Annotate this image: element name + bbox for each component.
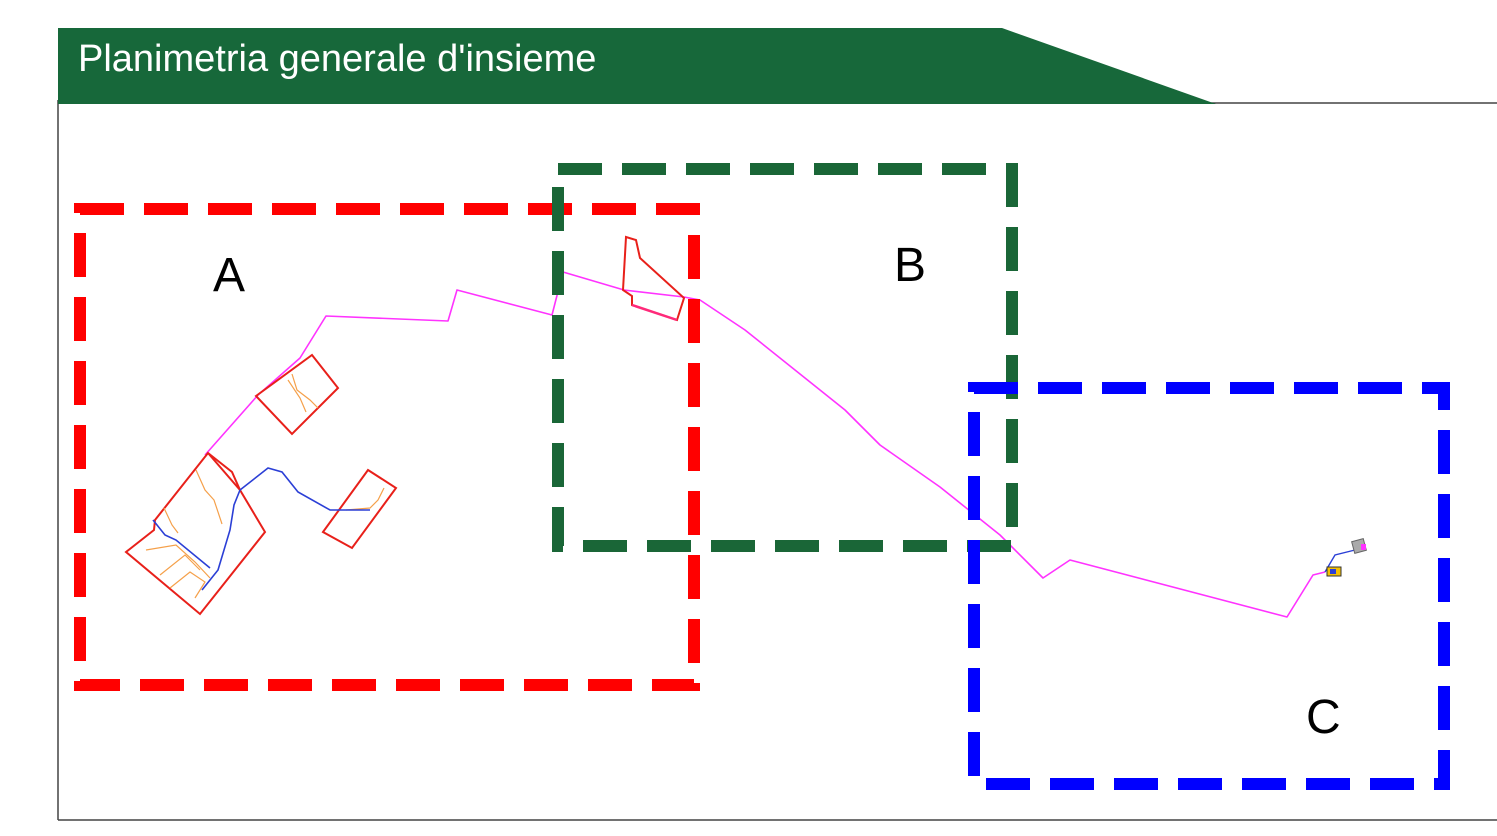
zone-b-boundary (552, 163, 1018, 552)
blue-cable-a2b (201, 489, 241, 591)
parcel-a2-edge (207, 452, 241, 491)
zone-a-parcels (124, 353, 398, 616)
internal-road-a2a (163, 507, 179, 534)
page-title: Planimetria generale d'insieme (78, 38, 597, 80)
transformer-core (1330, 569, 1336, 574)
substation-marker (1361, 544, 1366, 550)
header-banner (58, 28, 1216, 104)
internal-road-a2b (195, 469, 223, 525)
zone-c-boundary (968, 382, 1450, 790)
internal-road-a2c (145, 544, 211, 579)
zone-c-substation (1324, 538, 1367, 577)
zone-a-label: A (213, 249, 246, 302)
parcel-a2 (124, 451, 267, 616)
internal-road-a2d (159, 554, 201, 576)
internal-road-a2e (169, 571, 206, 599)
blue-cable-c (1324, 549, 1356, 573)
zone-b-label: B (894, 239, 927, 292)
parcel-a3 (321, 468, 398, 550)
zone-a-boundary (74, 203, 700, 691)
internal-road-a3 (345, 487, 385, 511)
blue-cable-a2 (152, 519, 211, 569)
internal-road-a1 (291, 373, 319, 409)
blue-cable-link (239, 467, 370, 511)
parcel-a1 (254, 353, 340, 436)
internal-road-a1b (287, 379, 307, 413)
connection-route-line (204, 271, 1326, 618)
parcel-b1-edge (631, 303, 678, 322)
zone-b-parcels (621, 235, 686, 322)
zone-c-label: C (1306, 691, 1341, 744)
parcel-b1 (621, 235, 686, 322)
